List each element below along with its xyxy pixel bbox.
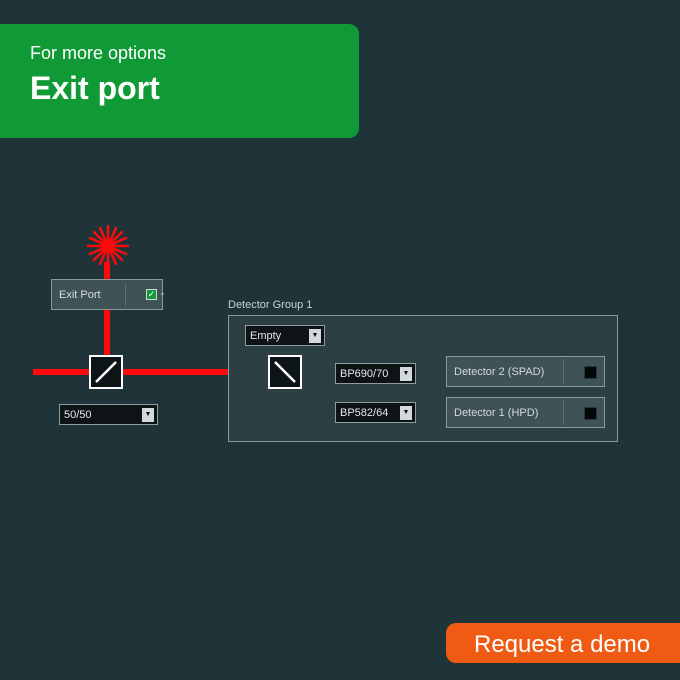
dropdown-arrow-icon[interactable]: ▼ bbox=[309, 329, 321, 343]
chevron-down-icon[interactable]: ⌄ bbox=[159, 288, 166, 297]
detector-label: Detector 2 (SPAD) bbox=[454, 366, 545, 378]
beam-vertical-exit bbox=[104, 262, 110, 280]
exit-port-label: Exit Port bbox=[59, 289, 101, 301]
divider bbox=[563, 400, 564, 425]
beam-main-left bbox=[33, 369, 90, 375]
dropdown-arrow-icon[interactable]: ▼ bbox=[400, 367, 412, 381]
detector-toggle[interactable] bbox=[584, 366, 597, 379]
filter-select-1[interactable]: BP690/70 ▼ bbox=[335, 363, 416, 384]
exit-port-checkbox[interactable]: ✓ bbox=[146, 289, 157, 300]
beam-vertical-lower bbox=[104, 309, 110, 357]
detector-toggle[interactable] bbox=[584, 407, 597, 420]
select-value: BP690/70 bbox=[340, 368, 389, 380]
select-value: 50/50 bbox=[64, 409, 92, 421]
beam-splitter-1[interactable] bbox=[89, 355, 123, 389]
detector-1-hpd[interactable]: Detector 1 (HPD) bbox=[446, 397, 605, 428]
beam-splitter-2[interactable] bbox=[268, 355, 302, 389]
beam-splitter-ratio-select[interactable]: 50/50 ▼ bbox=[59, 404, 158, 425]
detector-2-spad[interactable]: Detector 2 (SPAD) bbox=[446, 356, 605, 387]
detector-group-label: Detector Group 1 bbox=[228, 299, 313, 311]
dropdown-arrow-icon[interactable]: ▼ bbox=[400, 406, 412, 420]
request-demo-button[interactable]: Request a demo bbox=[446, 623, 680, 663]
beam-main-middle bbox=[123, 369, 269, 375]
header-banner: For more options Exit port bbox=[0, 24, 359, 138]
filter-select-2[interactable]: BP582/64 ▼ bbox=[335, 402, 416, 423]
laser-burst-icon bbox=[86, 224, 130, 268]
divider bbox=[563, 359, 564, 384]
banner-subtitle: For more options bbox=[30, 43, 167, 63]
select-value: Empty bbox=[250, 330, 282, 342]
banner-title: Exit port bbox=[30, 70, 160, 106]
divider bbox=[125, 283, 126, 306]
request-demo-label: Request a demo bbox=[474, 631, 651, 658]
detector-label: Detector 1 (HPD) bbox=[454, 407, 539, 419]
beam-splitter-icon bbox=[95, 361, 117, 383]
dropdown-arrow-icon[interactable]: ▼ bbox=[142, 408, 154, 422]
select-value: BP582/64 bbox=[340, 407, 389, 419]
beam-splitter-icon bbox=[274, 361, 296, 383]
detector-group-mode-select[interactable]: Empty ▼ bbox=[245, 325, 325, 346]
exit-port-control[interactable]: Exit Port ✓ ⌄ bbox=[51, 279, 166, 310]
